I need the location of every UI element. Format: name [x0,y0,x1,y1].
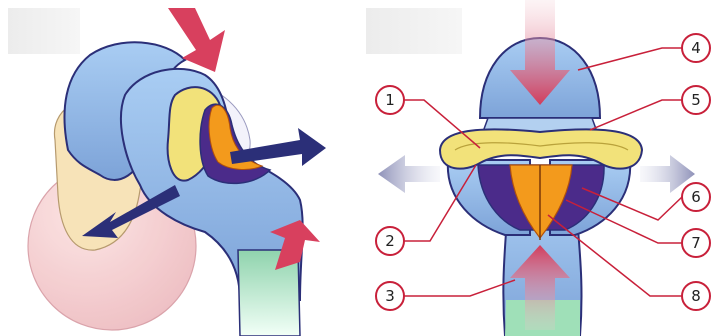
callout-7-label: 7 [691,234,701,252]
callout-1: 1 [376,86,404,114]
callout-2-label: 2 [385,232,395,250]
callout-8-label: 8 [691,287,701,305]
background-patch-left [8,8,80,54]
callout-6: 6 [682,183,710,211]
callout-6-label: 6 [691,188,701,206]
callout-1-label: 1 [385,91,395,109]
callout-5-label: 5 [691,91,701,109]
callout-5: 5 [682,86,710,114]
arrow-grey-left [378,155,440,193]
background-patch-right [366,8,462,54]
left-illustration [28,8,326,336]
callout-8: 8 [682,282,710,310]
leader-3 [404,280,515,296]
callout-4-label: 4 [691,39,701,57]
yellow-rim [440,129,642,168]
leader-4 [578,48,682,70]
callout-7: 7 [682,229,710,257]
leader-5 [590,100,682,130]
callout-4: 4 [682,34,710,62]
callout-3-label: 3 [385,287,395,305]
callout-3: 3 [376,282,404,310]
callout-2: 2 [376,227,404,255]
